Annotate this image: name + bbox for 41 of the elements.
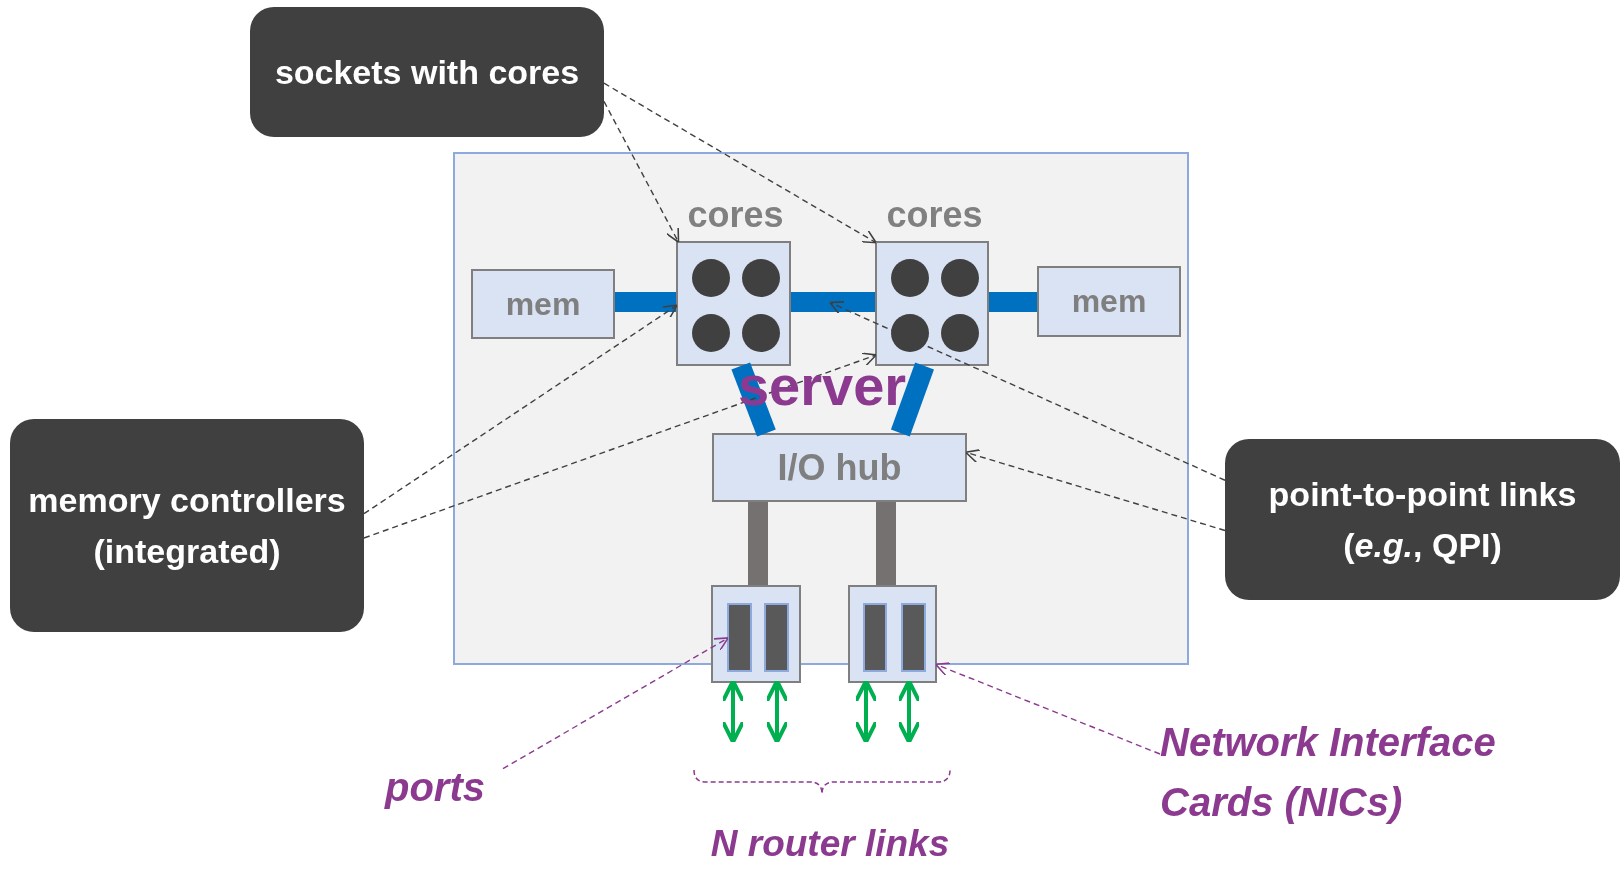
io-hub-box bbox=[712, 433, 967, 502]
interconnect-link bbox=[876, 502, 896, 585]
callout-text: point-to-point links (e.g., QPI) bbox=[1267, 473, 1578, 566]
arrow bbox=[721, 679, 745, 744]
memory-module bbox=[1037, 266, 1181, 337]
interconnect-link bbox=[890, 362, 934, 437]
leader-line bbox=[363, 352, 877, 539]
arrow bbox=[765, 679, 789, 744]
port-slot bbox=[727, 603, 752, 672]
hub-label: I/O hub bbox=[777, 446, 902, 489]
callout-box bbox=[1225, 439, 1620, 600]
interconnect-link bbox=[615, 292, 676, 312]
interconnect-link bbox=[748, 502, 768, 585]
callout-box bbox=[10, 419, 364, 632]
annotation-text: ports bbox=[385, 757, 503, 813]
leader-line bbox=[603, 100, 680, 243]
socket-label: cores bbox=[686, 193, 785, 237]
interconnect-link bbox=[989, 292, 1037, 312]
callout-text: sockets with cores bbox=[273, 51, 581, 93]
nic-card bbox=[711, 585, 801, 683]
router-links-label: N router links bbox=[709, 824, 951, 865]
memory-label: mem bbox=[505, 285, 581, 323]
callout-text: memory controllers (integrated) bbox=[27, 479, 347, 572]
port-slot bbox=[863, 603, 887, 672]
port-slot bbox=[901, 603, 926, 672]
leader-line bbox=[603, 82, 877, 244]
leader-line bbox=[935, 662, 1161, 755]
arrow bbox=[854, 679, 878, 744]
memory-module bbox=[471, 269, 615, 339]
memory-label: mem bbox=[1071, 283, 1147, 320]
leader-line bbox=[502, 637, 729, 770]
callout-box bbox=[250, 7, 604, 137]
port-slot bbox=[764, 603, 789, 672]
annotation-text: Network Interface Cards (NICs) bbox=[1160, 712, 1590, 836]
socket-label: cores bbox=[885, 193, 984, 237]
nic-card bbox=[848, 585, 937, 683]
arrow bbox=[897, 679, 921, 744]
interconnect-link bbox=[791, 292, 875, 312]
leader-line bbox=[829, 301, 1226, 481]
leader-line bbox=[965, 449, 1226, 532]
leader-line bbox=[363, 304, 678, 515]
